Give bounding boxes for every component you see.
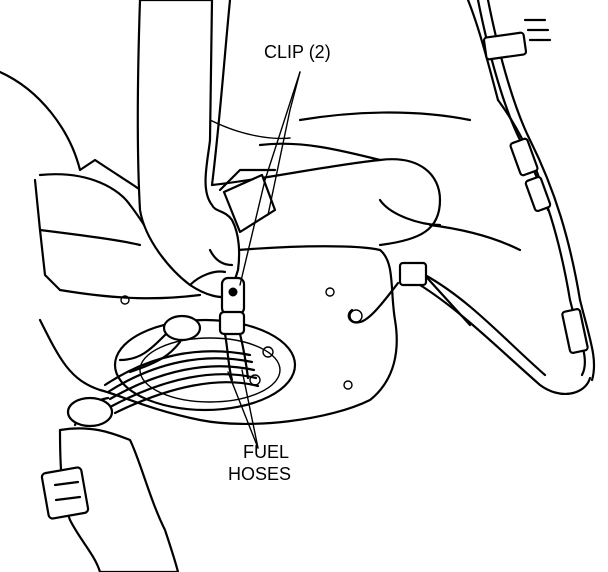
fuel-tank-body — [0, 0, 550, 426]
callout-leaders — [227, 71, 301, 449]
hand-lower — [40, 427, 180, 572]
wiring-harness — [347, 0, 596, 395]
hoses-label: HOSES — [228, 464, 291, 484]
clip-label: CLIP (2) — [264, 42, 331, 62]
fuel-label: FUEL — [243, 442, 289, 462]
hand-upper — [136, 0, 277, 299]
fuel-hoses — [118, 276, 250, 382]
